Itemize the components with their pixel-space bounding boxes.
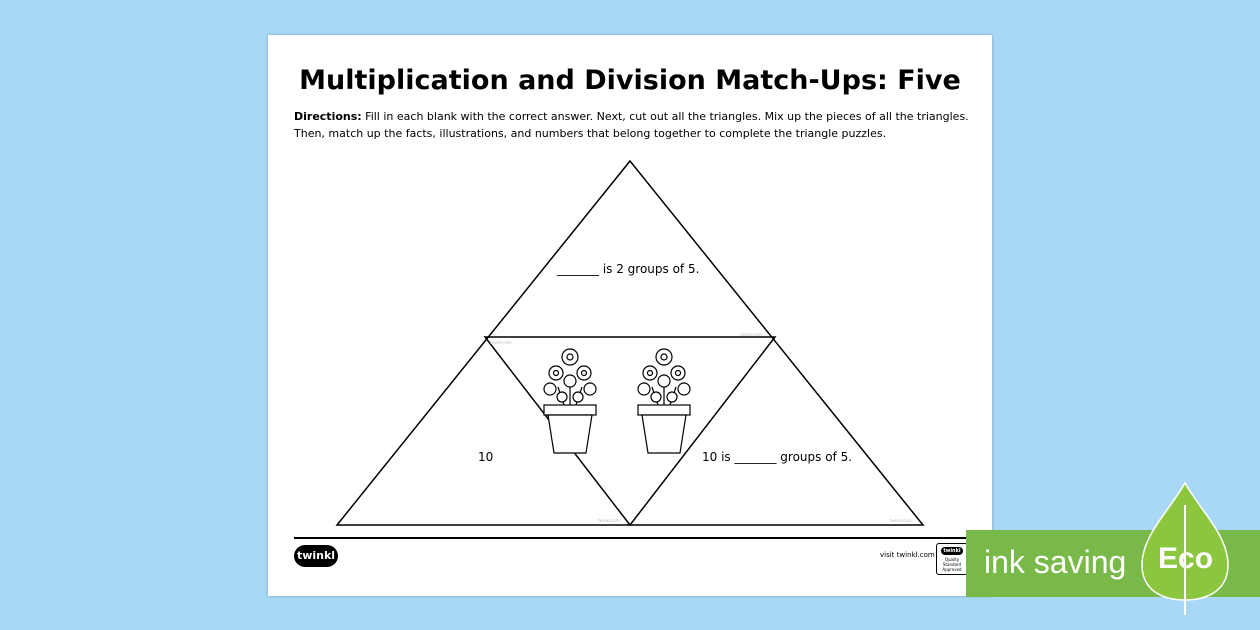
footer-divider bbox=[294, 537, 969, 539]
twinkl-logo: twinkl bbox=[294, 545, 338, 567]
triangle-puzzle bbox=[335, 159, 925, 527]
inner-triangle bbox=[483, 336, 777, 527]
top-piece-text: _______ is 2 groups of 5. bbox=[557, 262, 700, 276]
watermark-center: twinkl.com bbox=[490, 340, 512, 345]
directions: Directions: Fill in each blank with the … bbox=[294, 108, 974, 142]
ink-saving-label: ink saving bbox=[984, 544, 1127, 580]
worksheet-title: Multiplication and Division Match-Ups: F… bbox=[299, 65, 961, 96]
left-piece-text: 10 bbox=[478, 450, 494, 464]
badge-title: twinkl bbox=[941, 547, 963, 555]
badge-text: Quality Standard Approved bbox=[942, 557, 962, 572]
watermark-top: twinkl.com bbox=[740, 332, 762, 337]
right-piece-text: 10 is _______ groups of 5. bbox=[702, 450, 853, 464]
quality-badge: twinkl Quality Standard Approved bbox=[936, 543, 968, 575]
outer-triangle bbox=[335, 159, 925, 526]
watermark-right: twinkl.com bbox=[890, 518, 912, 523]
visit-link[interactable]: visit twinkl.com bbox=[880, 551, 935, 559]
watermark-left: twinkl.com bbox=[598, 518, 620, 523]
worksheet-page: Multiplication and Division Match-Ups: F… bbox=[268, 35, 992, 596]
directions-label: Directions: bbox=[294, 110, 362, 123]
directions-text: Fill in each blank with the correct answ… bbox=[294, 110, 969, 140]
eco-word: Eco bbox=[1158, 542, 1214, 575]
flower-pots-icon bbox=[543, 348, 691, 454]
